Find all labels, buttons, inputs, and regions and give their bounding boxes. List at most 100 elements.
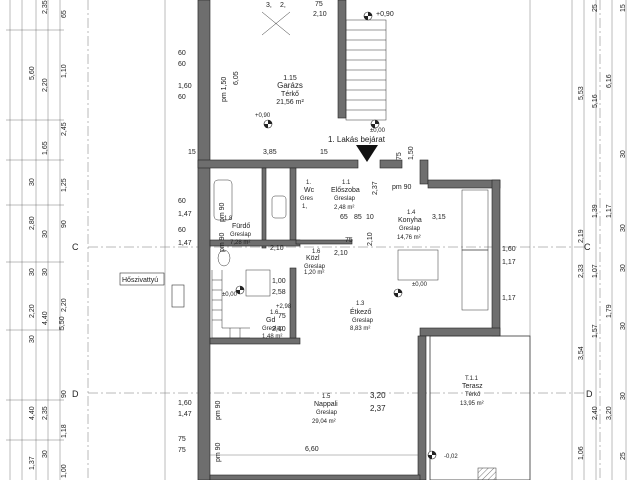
dim-left-c2-5: 90 bbox=[61, 220, 68, 228]
gd-floor: Greslap bbox=[262, 326, 284, 332]
right-dim-b3: 1,39 bbox=[592, 204, 599, 218]
mid-dim-16: 3,15 bbox=[432, 214, 446, 221]
dim-left-1: 2,35 bbox=[42, 0, 49, 14]
mid-dim-7: 1,00 bbox=[272, 278, 286, 285]
right-dim-a1: 1,60 bbox=[502, 246, 516, 253]
entrance-arrow-icon bbox=[356, 145, 378, 162]
kozl-floor: Greslap bbox=[304, 264, 326, 270]
eloszoba-name: Előszoba bbox=[331, 187, 360, 194]
opening-dim-10: 1,47 bbox=[178, 411, 192, 418]
konyha-floor: Greslap bbox=[399, 226, 421, 232]
mid-dim-17: 75 bbox=[345, 237, 353, 244]
terasz-name: Terasz bbox=[462, 383, 483, 390]
konyha-num: 1.4 bbox=[407, 210, 416, 216]
furdo-num: 1.8 bbox=[224, 216, 233, 222]
top-dim-1: 3, bbox=[266, 2, 272, 9]
garage-dim-605: 6,05 bbox=[233, 71, 240, 85]
wc-name: Wc bbox=[304, 187, 315, 194]
opening-dim-9: 1,60 bbox=[178, 400, 192, 407]
terasz-area: 13,95 m² bbox=[460, 401, 484, 407]
right-dim-b2: 2,19 bbox=[578, 229, 585, 243]
garage-floor: Térkő bbox=[281, 91, 299, 98]
dim-left-8: 2,35 bbox=[42, 406, 49, 420]
kozl-num: 1.6 bbox=[312, 249, 321, 255]
mid-dim-21: 2,10 bbox=[270, 245, 284, 252]
entrance-label: 1. Lakás bejárat bbox=[328, 135, 386, 144]
top-dim-4: 2,10 bbox=[313, 11, 327, 18]
right-dim-d8: 25 bbox=[620, 452, 627, 460]
mid-dim-1: 15 bbox=[188, 149, 196, 156]
room-etkezo: 1.3 Étkező Greslap 8,83 m² ±0,00 bbox=[350, 282, 428, 332]
right-dim-c5: 1,79 bbox=[606, 304, 613, 318]
dim-left-6: 5,50 bbox=[59, 316, 66, 330]
room-gd: 1.6 Gd Greslap 1,48 m² ±0,00 +2,98 bbox=[211, 269, 292, 340]
dim-left-7: 4,40 bbox=[29, 406, 36, 420]
pm90-konyha: pm 90 bbox=[392, 184, 412, 191]
dim-left-c3-2: 30 bbox=[29, 178, 36, 186]
etkezo-num: 1.3 bbox=[356, 301, 365, 307]
right-dim-c6: 2,40 bbox=[592, 406, 599, 420]
room-konyha: 1.4 Konyha Greslap 14,76 m² pm 90 bbox=[392, 184, 489, 311]
mid-dim-5: 1,50 bbox=[408, 146, 415, 160]
level-stair-1: ±0,00 bbox=[222, 292, 238, 298]
opening-dim-1: 60 bbox=[178, 50, 186, 57]
right-dim-a2: 1,17 bbox=[502, 259, 516, 266]
dim-left-c2-4: 1,25 bbox=[61, 178, 68, 192]
mid-dim-13: 65 bbox=[340, 214, 348, 221]
dim-left-c2-9: 1,18 bbox=[61, 424, 68, 438]
terasz-floor: Térkő bbox=[465, 392, 481, 398]
heat-pump-label: Hőszivattyú bbox=[122, 277, 158, 284]
nappali-num: 1.5 bbox=[322, 394, 331, 400]
right-dimension-chains: 1,60 1,17 1,17 5,53 2,19 1,39 2,33 1,57 … bbox=[502, 0, 627, 480]
eloszoba-area: 2,48 m² bbox=[334, 205, 354, 211]
room-terasz: T.1.1 Terasz Térkő 13,95 m² bbox=[460, 376, 497, 480]
mid-dim-19: 3,20 bbox=[370, 391, 386, 400]
dim-left-9: 1,37 bbox=[29, 456, 36, 470]
opening-dim-8: 1,47 bbox=[178, 240, 192, 247]
dim-left-2: 2,20 bbox=[42, 78, 49, 92]
konyha-area: 14,76 m² bbox=[397, 235, 421, 241]
heat-pump: Hőszivattyú bbox=[119, 272, 185, 308]
gd-area: 1,48 m² bbox=[262, 334, 282, 340]
dim-left-c2-7: 2,20 bbox=[61, 298, 68, 312]
top-dim-5: +0,90 bbox=[376, 11, 394, 18]
mid-dim-3: 15 bbox=[320, 149, 328, 156]
right-dim-c2: 5,16 bbox=[592, 94, 599, 108]
right-dim-c8: 1,06 bbox=[578, 446, 585, 460]
axis-c-left: C bbox=[72, 242, 79, 252]
wc-floor: Gres bbox=[300, 196, 313, 202]
mid-dim-10: 2,10 bbox=[272, 326, 286, 333]
mid-dim-12: 2,10 bbox=[367, 232, 374, 246]
dim-left-c2-3: 1,65 bbox=[42, 141, 49, 155]
mid-dim-2: 3,85 bbox=[263, 149, 277, 156]
pm90-furdo-2: pm 90 bbox=[219, 232, 226, 252]
right-dim-c3: 1,17 bbox=[606, 204, 613, 218]
mid-dim-20: 2,37 bbox=[370, 404, 386, 413]
dim-left-c2-10: 1,00 bbox=[61, 464, 68, 478]
right-dim-b1: 5,53 bbox=[578, 86, 585, 100]
terasz-num: T.1.1 bbox=[465, 376, 479, 382]
dim-left-5: 4,40 bbox=[42, 311, 49, 325]
right-dim-d3: 30 bbox=[620, 150, 627, 158]
right-dim-a3: 1,17 bbox=[502, 295, 516, 302]
right-dim-d4: 30 bbox=[620, 224, 627, 232]
top-dim-2: 2, bbox=[280, 2, 286, 9]
mid-dim-14: 85 bbox=[354, 214, 362, 221]
axis-d-right: D bbox=[586, 389, 593, 399]
garage-name: Garázs bbox=[277, 81, 303, 90]
mid-dim-15: 10 bbox=[366, 214, 374, 221]
eloszoba-num: 1.1 bbox=[342, 180, 351, 186]
etkezo-floor: Greslap bbox=[352, 318, 374, 324]
level-stair-2: +2,98 bbox=[276, 304, 292, 310]
right-dim-d1: 15 bbox=[620, 4, 627, 12]
opening-dim-6: 1,47 bbox=[178, 211, 192, 218]
grid-axes: C C D D bbox=[72, 0, 601, 480]
eloszoba-floor: Greslap bbox=[334, 196, 356, 202]
opening-dim-11: 75 bbox=[178, 436, 186, 443]
middle-dims: 15 3,85 15 75 1,50 2,37 1,00 2,58 75 2,1… bbox=[188, 146, 446, 456]
furdo-name: Fürdő bbox=[232, 223, 250, 230]
wc-num: 1. bbox=[306, 180, 311, 186]
pm150-label: pm 1,50 bbox=[221, 77, 228, 102]
mid-dim-9: 75 bbox=[278, 313, 286, 320]
